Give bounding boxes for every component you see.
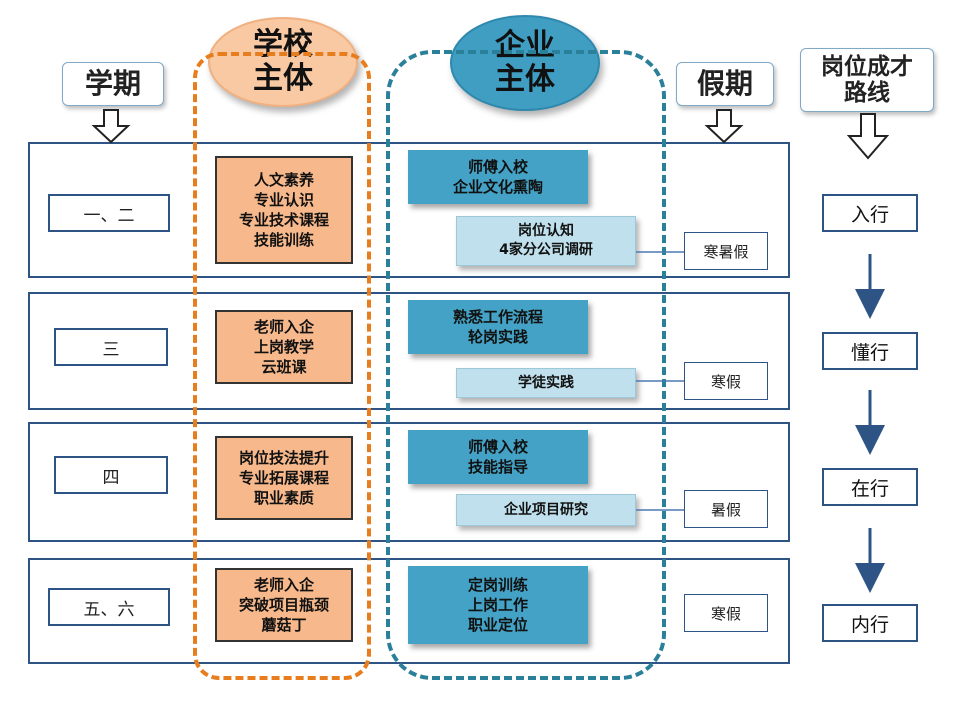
school-box-4: 老师入企 突破项目瓶颈 蘑菇丁 — [215, 568, 353, 642]
term-header: 学期 — [62, 62, 164, 106]
company-sub-box-3: 企业项目研究 — [456, 494, 636, 526]
career-stage-1: 入行 — [822, 194, 918, 232]
company-main-box-2: 熟悉工作流程 轮岗实践 — [408, 300, 588, 354]
school-box-1: 人文素养 专业认识 专业技术课程 技能训练 — [215, 156, 353, 264]
career-stage-2: 懂行 — [822, 332, 918, 370]
term-box-4: 五、六 — [48, 588, 170, 626]
company-sub-box-2: 学徒实践 — [456, 368, 636, 398]
holiday-box-2: 寒假 — [684, 362, 768, 400]
holiday-header-arrow-icon — [704, 109, 744, 144]
school-box-2: 老师入企 上岗教学 云班课 — [215, 310, 353, 384]
company-main-box-1: 师傅入校 企业文化熏陶 — [408, 150, 588, 204]
company-main-box-3: 师傅入校 技能指导 — [408, 430, 588, 484]
holiday-box-1: 寒暑假 — [684, 232, 768, 270]
term-box-2: 三 — [54, 328, 168, 366]
holiday-box-3: 暑假 — [684, 490, 768, 528]
term-box-1: 一、二 — [48, 194, 170, 232]
term-box-3: 四 — [54, 456, 168, 494]
company-sub-box-1: 岗位认知 4家分公司调研 — [456, 216, 636, 266]
school-box-3: 岗位技法提升 专业拓展课程 职业素质 — [215, 436, 353, 520]
career-header-arrow-icon — [846, 113, 890, 160]
company-subject-oval: 企业 主体 — [450, 15, 600, 111]
career-stage-3: 在行 — [822, 468, 918, 506]
school-region-outline — [193, 52, 371, 680]
holiday-header: 假期 — [676, 62, 774, 106]
company-main-box-4: 定岗训练 上岗工作 职业定位 — [408, 566, 588, 644]
career-stage-4: 内行 — [822, 604, 918, 642]
holiday-box-4: 寒假 — [684, 594, 768, 632]
term-header-arrow-icon — [91, 109, 131, 144]
career-path-header: 岗位成才 路线 — [800, 48, 934, 112]
company-region-outline — [386, 50, 666, 680]
